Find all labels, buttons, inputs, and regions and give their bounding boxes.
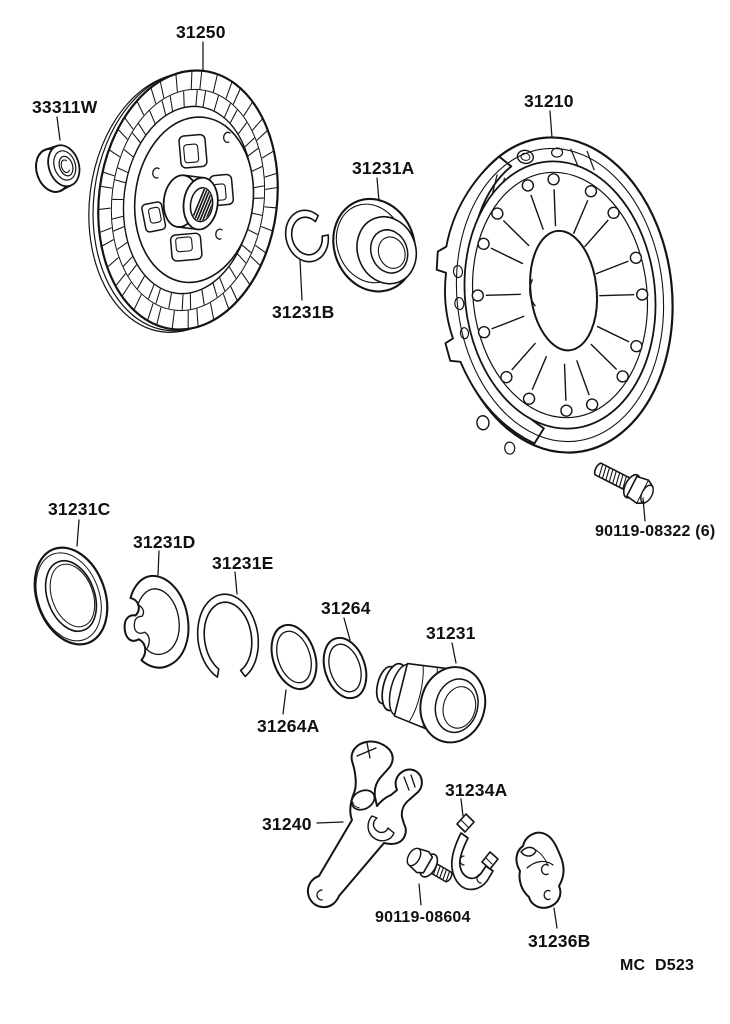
leader-31240: [316, 821, 344, 824]
part-fork-support-drawing: [515, 831, 565, 909]
disc-friction-hatch-inner: [112, 89, 265, 311]
part-label-31264a: 31264A: [257, 716, 320, 736]
disc-spring-window-bottom: [169, 232, 203, 262]
part-washer-a-drawing: [270, 623, 318, 691]
part-label-31264: 31264: [321, 598, 371, 618]
leader-31264: [343, 617, 351, 641]
part-clutch-cover-drawing: [435, 136, 674, 455]
part-washer-drawing: [322, 636, 368, 700]
leader-lines: [56, 41, 646, 929]
part-labels: 31250 33311W 31231A 31231B 31210 90119-0…: [32, 22, 715, 974]
leader-31210: [549, 110, 553, 139]
disc-hole: [223, 131, 231, 143]
part-label-fork-bolt: 90119-08604: [375, 909, 471, 926]
disc-hole: [152, 167, 160, 179]
part-pilot-bearing-drawing: [35, 144, 81, 193]
part-label-31231: 31231: [426, 623, 476, 643]
part-clutch-disc-drawing: [88, 69, 279, 333]
cover-center-opening: [529, 229, 598, 352]
disc-center-plate: [133, 116, 255, 284]
part-label-31250: 31250: [176, 22, 226, 42]
part-label-31234a: 31234A: [445, 780, 508, 800]
part-snap-ring-b-drawing: [284, 209, 330, 263]
part-label-31231a: 31231A: [352, 158, 415, 178]
leader-31231a: [376, 177, 380, 202]
leader-31231c: [76, 519, 80, 547]
leader-31231b: [299, 259, 303, 301]
leader-31234a: [460, 798, 464, 817]
part-label-31231d: 31231D: [133, 532, 196, 552]
drawing-code-right: D523: [655, 957, 694, 974]
fork-pivot-hole: [350, 789, 376, 811]
disc-hub: [162, 174, 219, 231]
part-ring-c-drawing: [33, 546, 109, 646]
cover-bolt-hole: [476, 415, 490, 431]
part-label-31231e: 31231E: [212, 553, 274, 573]
part-cover-bolt-drawing: [593, 462, 654, 505]
leader-fork-bolt: [418, 883, 422, 906]
part-fork-bolt-drawing: [406, 847, 453, 883]
leader-31264a: [282, 689, 287, 715]
part-label-31240: 31240: [262, 814, 312, 834]
leader-31231d: [157, 550, 160, 576]
disc-spring-window-left: [141, 201, 167, 233]
leader-cover-bolt: [642, 497, 646, 522]
part-release-fork-drawing: [306, 740, 423, 909]
part-release-bearing-drawing: [332, 197, 418, 293]
part-label-33311w: 33311W: [32, 97, 98, 117]
disc-spring-window-top: [178, 133, 208, 169]
part-bearing-hub-drawing: [375, 662, 487, 744]
leader-31231: [451, 642, 457, 664]
leader-31231e: [234, 571, 238, 595]
bolt-threads: [598, 463, 631, 492]
part-label-31231b: 31231B: [272, 302, 335, 322]
part-wave-ring-d-drawing: [123, 574, 190, 669]
cover-bolt-hole: [504, 441, 516, 455]
disc-friction-hatch-outer: [98, 71, 278, 329]
leader-31236b: [553, 907, 558, 929]
part-label-31231c: 31231C: [48, 499, 111, 519]
part-snap-ring-e-drawing: [196, 593, 260, 678]
part-label-31210: 31210: [524, 91, 574, 111]
diaphragm-spring-fingers: [471, 173, 649, 417]
leader-33311w: [56, 116, 61, 141]
part-clip-drawing: [450, 813, 499, 891]
part-label-31236b: 31236B: [528, 931, 591, 951]
drawing-code-left: MC: [620, 957, 646, 974]
fork-u-notch: [367, 815, 395, 842]
part-label-cover-bolt: 90119-08322 (6): [595, 523, 715, 540]
disc-hole: [215, 228, 223, 240]
